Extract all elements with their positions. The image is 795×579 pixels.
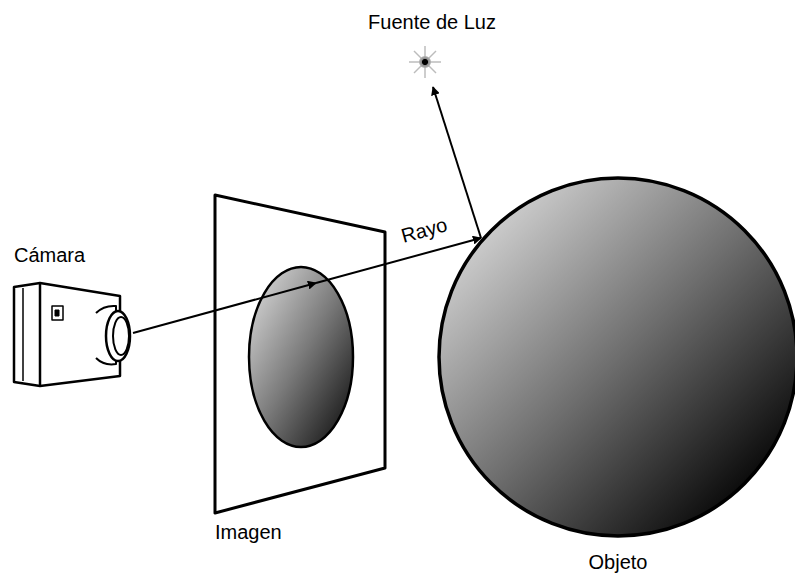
camera-label: Cámara xyxy=(12,243,87,268)
camera-icon xyxy=(14,283,130,386)
text-label: Imagen xyxy=(213,520,284,545)
object-label: Objeto xyxy=(587,550,650,575)
ray-arrow xyxy=(133,283,316,333)
light-source xyxy=(409,46,441,78)
text-label: Cámara xyxy=(12,243,87,268)
edge-label: Rayo xyxy=(396,212,451,248)
image-label: Imagen xyxy=(213,520,284,545)
ray-arrow xyxy=(316,238,481,283)
light-label: Fuente de Luz xyxy=(366,10,498,35)
image-plane xyxy=(215,195,385,513)
text-label: Objeto xyxy=(587,550,650,575)
text-label: Fuente de Luz xyxy=(366,10,498,35)
object-sphere xyxy=(439,178,795,536)
